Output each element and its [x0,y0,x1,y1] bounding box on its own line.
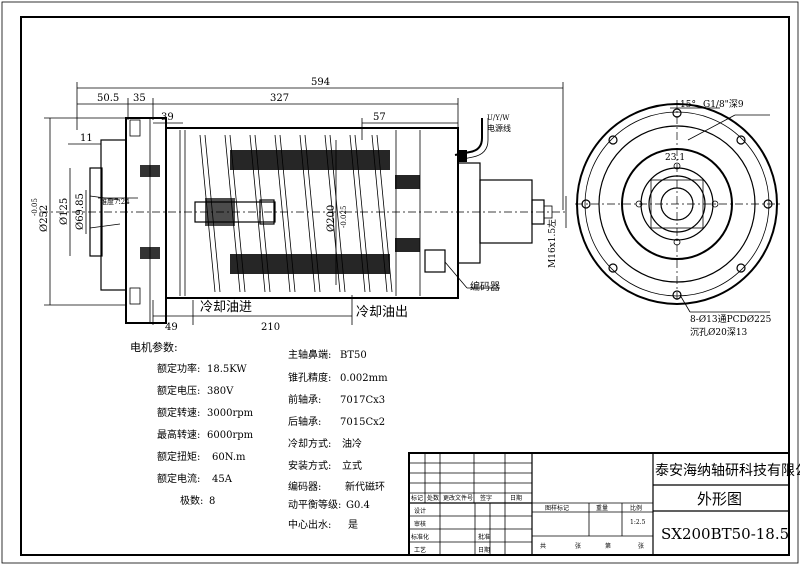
rear-coupling [479,179,533,244]
rear-cap [457,162,481,264]
side-view: 594 50.5 35 327 39 57 11 49 210 Ø252 -0.… [31,77,567,333]
spindle-param-value: 是 [348,519,358,531]
end-view: 15° G1/8"深9 23.1 8-Ø13通PCDØ225 沉孔Ø20深13 [575,99,782,338]
tb-row-label: 工艺 [414,546,426,554]
front-flange [125,117,167,324]
tb-mid-header: 重量 [596,504,608,512]
dim-pcd-holes: 8-Ø13通PCDØ225 [690,314,772,325]
motor-param-value: 380V [207,386,234,397]
power-cable [454,118,483,156]
dim-11: 11 [80,133,93,144]
tb-header-cell: 更改文件号 [443,494,473,502]
tb-row-label: 标准化 [411,533,429,541]
title-block: 泰安海纳轴研科技有限公司 外形图 SX200BT50-18.5 标记 处数 更改… [408,452,800,556]
encoder-box [424,249,446,273]
dim-dia-69-85: Ø69.85 [75,193,86,230]
motor-params: 电机参数: 额定功率: 18.5KW 额定电压: 380V 额定转速: 3000… [130,340,254,507]
spindle-param-label: 前轴承: [288,393,321,406]
motor-param-label: 极数: [180,494,203,507]
spindle-param-value: 立式 [342,459,362,472]
dim-23-1: 23.1 [665,153,685,163]
motor-param-label: 额定转速: [157,406,200,419]
spindle-param-label: 编码器: [288,480,321,493]
motor-param-value: 8 [209,496,215,507]
title-drawing: 外形图 [697,490,742,508]
motor-param-value: 6000rpm [207,430,254,441]
tb-header-cell: 处数 [427,494,439,502]
motor-param-label: 最高转速: [157,428,200,441]
dim-50-5: 50.5 [97,93,119,104]
spindle-param-value: 新代磁环 [345,480,385,493]
tb-header-cell: 签字 [480,494,492,502]
label-power-uvw: U/Y/W [487,114,510,122]
label-cooling-in: 冷却油进 [200,300,252,315]
tb-date-label: 日期 [478,546,490,554]
spindle-param-label: 主轴鼻端: [288,348,331,361]
motor-param-value: 45A [212,474,233,485]
dim-35: 35 [133,93,146,104]
spindle-param-value: 油冷 [342,437,362,450]
spindle-param-label: 安装方式: [288,459,331,472]
title-company: 泰安海纳轴研科技有限公司 [655,463,800,479]
motor-param-value: 3000rpm [207,408,254,419]
dim-dia-200: Ø200 [326,205,337,232]
spindle-param-value: G0.4 [346,500,370,511]
stator-windings [140,150,420,274]
tb-sheet-cell: 第 [605,542,611,550]
inner-frame [20,16,790,556]
motor-params-heading: 电机参数: [130,340,178,354]
dim-dia-200-tol: -0.025 [340,206,348,228]
tb-mid-header: 比例 [630,504,642,512]
spindle-param-label: 动平衡等级: [288,498,341,511]
tb-header-cell: 日期 [510,494,522,502]
spindle-param-label: 中心出水: [288,518,331,531]
dim-thread-m16: M16x1.5左 [546,219,558,268]
dim-dia-125: Ø125 [59,198,70,225]
tb-sheet-cell: 张 [575,542,581,550]
dim-39: 39 [161,112,174,123]
bolt-holes [581,108,773,300]
tb-scale: 1:2.5 [630,519,646,526]
spindle-param-value: 7017Cx3 [340,395,385,406]
motor-param-label: 额定电压: [157,384,200,397]
dim-15deg: 15° [680,100,696,110]
tb-header-cell: 标记 [411,494,423,502]
label-cooling-out: 冷却油出 [356,305,408,320]
motor-param-label: 额定电流: [157,472,200,485]
spindle-param-value: BT50 [340,350,367,361]
tb-date-label: 批准 [478,533,490,541]
dim-taper: 锥度7:24 [100,197,130,206]
label-power-line: 电源线 [487,123,511,133]
dim-327: 327 [270,93,289,104]
motor-param-label: 额定功率: [157,362,200,375]
dim-dia-252-tol: -0.05 [31,198,39,216]
tb-row-label: 设计 [414,507,426,515]
tb-sheet-cell: 共 [540,542,546,550]
spindle-param-value: 0.002mm [340,373,388,384]
spindle-param-label: 冷却方式: [288,437,331,450]
tb-row-label: 审核 [414,520,426,528]
dim-57: 57 [373,112,386,123]
motor-param-value: 18.5KW [207,364,247,375]
label-encoder: 编码器 [470,280,500,293]
title-model: SX200BT50-18.5 [661,525,789,543]
dim-dia-252: Ø252 [39,205,50,232]
dim-49: 49 [165,322,178,333]
dim-210: 210 [261,322,280,333]
spindle-param-label: 锥孔精度: [288,371,331,384]
motor-param-label: 额定扭矩: [157,450,200,463]
dim-counterbore: 沉孔Ø20深13 [690,327,748,338]
spindle-params: 主轴鼻端: BT50 锥孔精度: 0.002mm 前轴承: 7017Cx3 后轴… [288,348,388,531]
spindle-param-label: 后轴承: [288,415,321,428]
spindle-nose [100,139,127,291]
tb-mid-header: 图样标记 [545,504,569,512]
spindle-param-value: 7015Cx2 [340,417,385,428]
dim-overall-length: 594 [311,77,330,88]
tb-sheet-cell: 张 [638,542,644,550]
motor-param-value: 60N.m [212,452,246,463]
dim-g-thread: G1/8"深9 [703,99,744,110]
